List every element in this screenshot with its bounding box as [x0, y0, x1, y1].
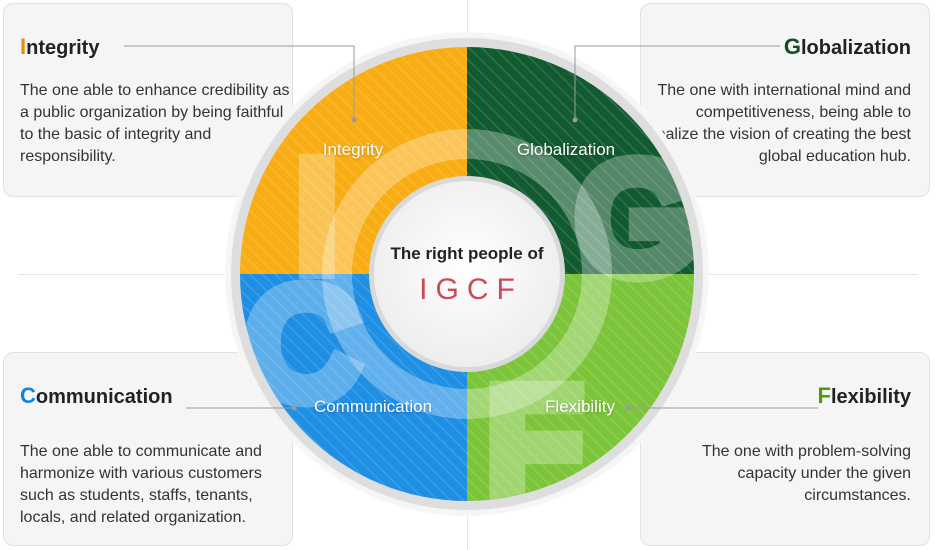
globalization-title-rest: lobalization — [801, 37, 911, 59]
integrity-card: Integrity The one able to enhance credib… — [3, 3, 293, 197]
integrity-card-title: Integrity — [20, 34, 99, 60]
integrity-initial: I — [20, 34, 27, 59]
connector-lines — [124, 45, 818, 409]
globalization-connector — [574, 45, 780, 120]
center-title: The right people of — [390, 244, 544, 263]
globalization-card-title: Globalization — [784, 34, 911, 60]
flexibility-connector-dot — [625, 405, 631, 411]
globalization-initial: G — [783, 34, 801, 59]
communication-description: The one able to communicate and harmoniz… — [20, 443, 262, 526]
globalization-card: Globalization The one with international… — [640, 3, 930, 197]
globalization-description: The one with international mind and comp… — [651, 82, 911, 165]
flexibility-card: Flexibility The one with problem-solving… — [640, 352, 930, 546]
communication-card: Communication The one able to communicat… — [3, 352, 293, 546]
flexibility-card-title: Flexibility — [818, 383, 911, 409]
communication-segment-label: Communication — [313, 397, 433, 416]
communication-initial: C — [20, 383, 36, 408]
flexibility-segment-label: Flexibility — [545, 397, 615, 416]
flexibility-description: The one with problem-solving capacity un… — [702, 443, 911, 504]
communication-title-rest: ommunication — [35, 386, 173, 408]
integrity-connector — [124, 45, 355, 120]
globalization-connector-dot — [572, 117, 578, 123]
center-acronym: IGCF — [419, 273, 523, 306]
globalization-segment-label: Globalization — [516, 140, 616, 159]
integrity-segment-label: Integrity — [322, 140, 384, 159]
communication-connector-dot — [291, 405, 297, 411]
integrity-connector-dot — [351, 117, 357, 123]
flexibility-title-rest: lexibility — [830, 386, 911, 408]
communication-card-title: Communication — [20, 383, 173, 409]
integrity-title-rest: ntegrity — [26, 37, 100, 59]
integrity-description: The one able to enhance credibility as a… — [20, 82, 290, 165]
flexibility-initial: F — [817, 383, 831, 408]
center-disc — [374, 181, 560, 367]
connector-dots — [291, 117, 631, 411]
